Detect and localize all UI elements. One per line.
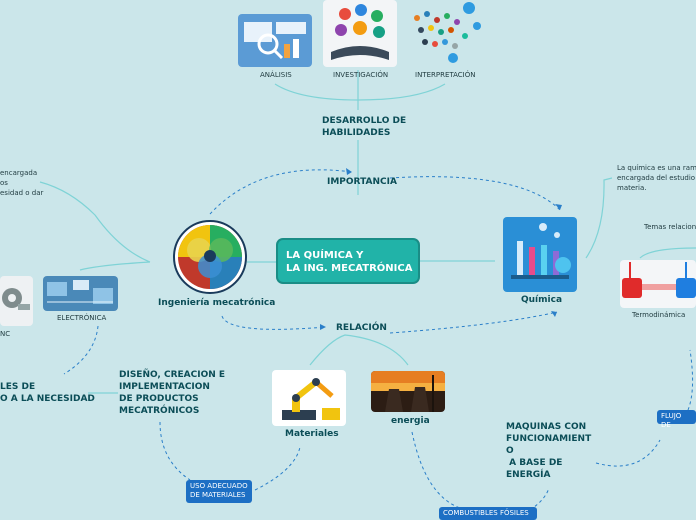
- interpretation-image: [405, 0, 483, 67]
- termodinamica-label: Termodinámica: [632, 311, 686, 319]
- desarrollo-line2: HABILIDADES: [322, 128, 391, 138]
- uso-line2: DE MATERIALES: [190, 491, 246, 499]
- diseno-line4: MECATRÓNICOS: [119, 406, 200, 416]
- research-icon: [331, 4, 389, 60]
- maq-line5: ENERGÍA: [506, 470, 551, 480]
- electronica-label: ELECTRÓNICA: [57, 314, 107, 322]
- maq-line3: O: [506, 446, 514, 456]
- desarrollo-line1: DESARROLLO DE: [322, 116, 407, 126]
- def-line3: materia.: [617, 184, 647, 192]
- lab-flask-icon: [511, 223, 571, 279]
- maq-line4: A BASE DE: [506, 458, 563, 468]
- power-plant-icon: [371, 371, 445, 412]
- temas-label: Temas relaciona: [644, 223, 696, 231]
- les-node[interactable]: LES DE O A LA NECESIDAD: [0, 381, 95, 405]
- circuit-board-icon: [47, 280, 113, 304]
- cnc-image: [0, 276, 33, 326]
- mechatronics-wheel: [173, 220, 247, 294]
- def-line1: La química es una rama: [617, 164, 696, 172]
- desarrollo-node[interactable]: DESARROLLO DE HABILIDADES: [322, 115, 406, 139]
- cnc-label: NC: [0, 330, 11, 338]
- combustibles-pill[interactable]: COMBUSTIBLES FÓSILES: [439, 507, 537, 520]
- energia-node[interactable]: energia: [391, 416, 430, 426]
- diseno-node[interactable]: DISEÑO, CREACION E IMPLEMENTACION DE PRO…: [119, 369, 225, 417]
- materials-image: [272, 370, 346, 426]
- maq-line2: FUNCIONAMIENT: [506, 434, 592, 444]
- flujo-pill[interactable]: FLUJO DE: [657, 410, 696, 429]
- analysis-image: [238, 14, 312, 67]
- quimica-definition: La química es una rama encargada del est…: [617, 163, 696, 193]
- research-image: [323, 0, 397, 67]
- left-cut-text: encargada os esidad o dar: [0, 168, 43, 198]
- gear-icon: [2, 288, 30, 310]
- les-line1: LES DE: [0, 382, 36, 392]
- thermodynamics-image: [620, 260, 696, 308]
- les-line2: O A LA NECESIDAD: [0, 394, 95, 404]
- mecatronica-node[interactable]: Ingeniería mecatrónica: [158, 298, 276, 308]
- investigacion-label: INVESTIGACIÓN: [333, 71, 389, 79]
- relacion-node[interactable]: RELACIÓN: [336, 323, 387, 333]
- diseno-line2: IMPLEMENTACION: [119, 382, 210, 392]
- crowd-icon: [414, 2, 481, 63]
- center-title-line2: LA ING. MECATRÓNICA: [286, 263, 413, 274]
- diseno-line1: DISEÑO, CREACION E: [119, 370, 226, 380]
- maquinas-node[interactable]: MAQUINAS CON FUNCIONAMIENT O A BASE DE E…: [506, 421, 591, 481]
- def-line2: encargada del estudio y: [617, 174, 696, 182]
- robot-arm-icon: [282, 378, 340, 420]
- left-cut-line1: encargada: [0, 169, 38, 177]
- analisis-label: ANÁLISIS: [260, 71, 292, 79]
- electronics-image: [43, 276, 118, 311]
- uso-materiales-pill[interactable]: USO ADECUADO DE MATERIALES: [186, 480, 252, 503]
- uso-line1: USO ADECUADO: [190, 482, 248, 490]
- quimica-node[interactable]: Química: [521, 295, 563, 305]
- diseno-line3: DE PRODUCTOS: [119, 394, 199, 404]
- analysis-icon: [244, 22, 306, 60]
- left-cut-line3: esidad o dar: [0, 189, 44, 197]
- central-topic[interactable]: LA QUÍMICA Y LA ING. MECATRÓNICA: [278, 240, 418, 282]
- center-title-line1: LA QUÍMICA Y: [286, 250, 364, 261]
- energy-image: [371, 371, 445, 412]
- maq-line1: MAQUINAS CON: [506, 422, 587, 432]
- interpretacion-label: INTERPRETACIÓN: [415, 71, 476, 79]
- importancia-node[interactable]: IMPORTANCIA: [327, 177, 397, 187]
- materiales-node[interactable]: Materiales: [285, 429, 339, 439]
- mechatronics-diagram-icon: [173, 220, 247, 294]
- left-cut-line2: os: [0, 179, 8, 187]
- thermometer-icon: [622, 262, 696, 298]
- chemistry-image: [503, 217, 577, 292]
